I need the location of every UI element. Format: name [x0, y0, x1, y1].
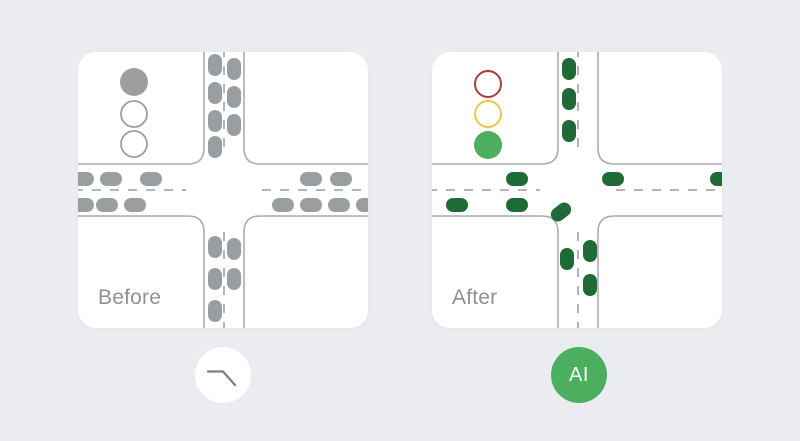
green-lamp [474, 131, 502, 159]
vehicle [227, 114, 241, 136]
vehicle-group-after [446, 58, 722, 296]
vehicle [583, 274, 597, 296]
vehicle [208, 236, 222, 258]
vehicle [562, 58, 576, 80]
panel-before[interactable]: Before [78, 52, 368, 328]
yellow-lamp [474, 100, 502, 128]
clock-badge[interactable] [195, 347, 251, 403]
vehicle [330, 172, 352, 186]
vehicle [100, 172, 122, 186]
traffic-light-before [120, 68, 148, 158]
vehicle [208, 82, 222, 104]
vehicle [328, 198, 350, 212]
vehicle [208, 54, 222, 76]
vehicle [562, 120, 576, 142]
intersection-diagram-after [432, 52, 722, 328]
vehicle [227, 268, 241, 290]
vehicle [208, 136, 222, 158]
yellow-lamp [120, 100, 148, 128]
green-lamp [120, 130, 148, 158]
ai-badge-label: AI [569, 364, 589, 386]
road-edges-after [432, 52, 722, 328]
vehicle [356, 198, 368, 212]
lane-dividers-before [78, 52, 368, 328]
vehicle [506, 172, 528, 186]
vehicle [710, 172, 722, 186]
vehicle [446, 198, 468, 212]
vehicle-turning [550, 202, 572, 222]
vehicle [300, 198, 322, 212]
vehicle [506, 198, 528, 212]
traffic-light-after [474, 70, 502, 159]
vehicle [78, 198, 94, 212]
vehicle [560, 248, 574, 270]
vehicle [562, 88, 576, 110]
panel-after[interactable]: After [432, 52, 722, 328]
vehicle [227, 86, 241, 108]
vehicle [208, 268, 222, 290]
red-lamp [120, 68, 148, 96]
vehicle [78, 172, 94, 186]
red-lamp [474, 70, 502, 98]
vehicle [583, 240, 597, 262]
vehicle [300, 172, 322, 186]
road-edges-before [78, 52, 368, 328]
vehicle [208, 300, 222, 322]
vehicle [602, 172, 624, 186]
vehicle [208, 110, 222, 132]
vehicle [124, 198, 146, 212]
vehicle [272, 198, 294, 212]
vehicle [227, 238, 241, 260]
vehicle [227, 58, 241, 80]
intersection-diagram-before [78, 52, 368, 328]
lane-dividers-after [432, 52, 722, 328]
clock-icon [206, 370, 237, 387]
vehicle [96, 198, 118, 212]
vehicle-group-before [78, 54, 368, 322]
ai-badge[interactable]: AI [551, 347, 607, 403]
vehicle [140, 172, 162, 186]
